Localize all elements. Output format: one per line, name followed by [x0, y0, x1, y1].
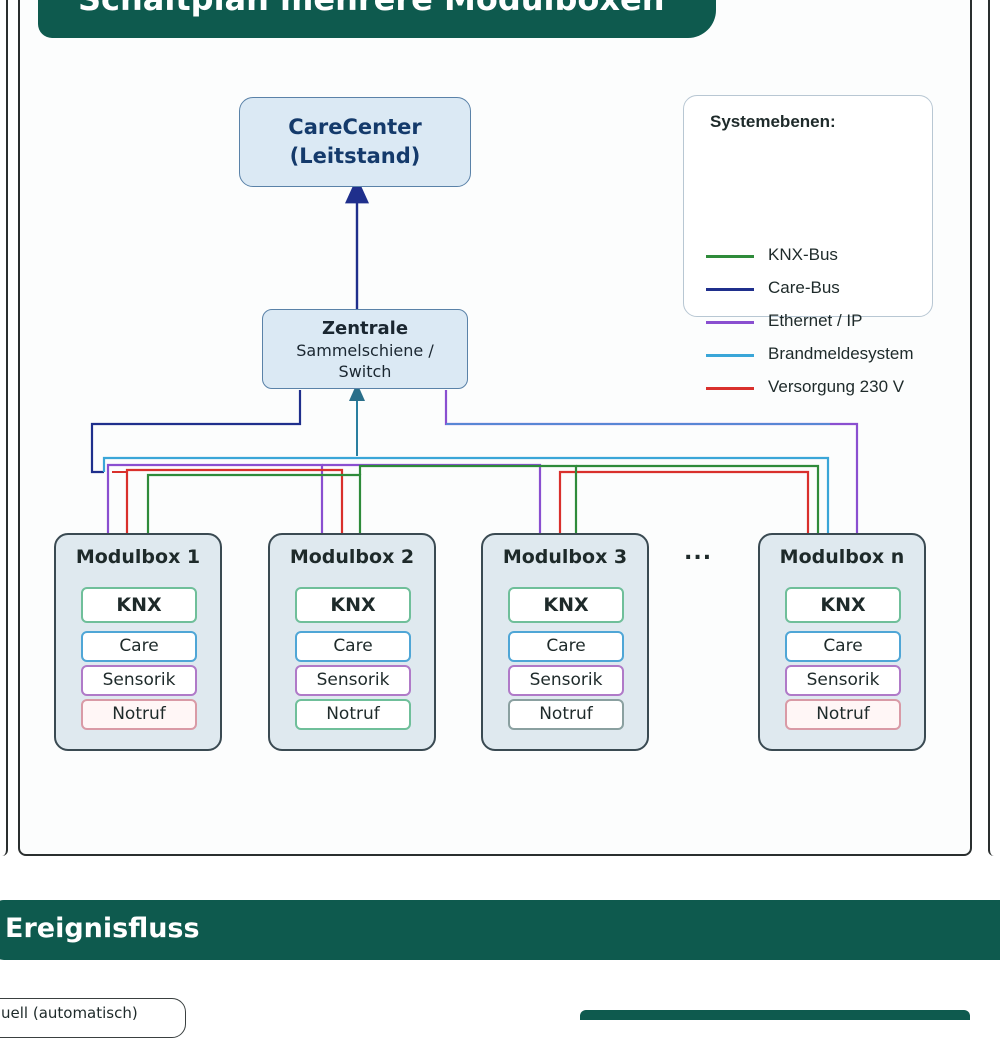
modulbox-title: Modulbox 3 [502, 546, 628, 568]
module-item-knx: KNX [508, 587, 624, 623]
wire-ethernet-right [444, 390, 859, 533]
module-item-sensorik: Sensorik [508, 665, 624, 696]
wire-ethernet-m1 [106, 463, 324, 533]
wire-care-bus [90, 390, 302, 474]
diagram-title: Schaltplan mehrere Modulboxen [38, 0, 716, 38]
carecenter-label: CareCenter [288, 115, 422, 139]
module-item-knx: KNX [295, 587, 411, 623]
module-item-care: Care [785, 631, 901, 662]
modulbox-2: Modulbox 2 KNX Care Sensorik Notruf [268, 533, 436, 751]
legend-label-ethernet: Ethernet / IP [768, 311, 863, 330]
module-item-care: Care [81, 631, 197, 662]
next-section-strip [580, 1010, 970, 1020]
legend-label-versorgung: Versorgung 230 V [768, 377, 905, 396]
module-item-care: Care [295, 631, 411, 662]
module-item-knx: KNX [785, 587, 901, 623]
module-item-sensorik: Sensorik [295, 665, 411, 696]
zentrale-label: Zentrale [321, 318, 409, 339]
wire-supply-right [558, 470, 810, 533]
modulbox-title: Modulbox 1 [75, 546, 201, 568]
module-item-care: Care [508, 631, 624, 662]
wire-knx-right [358, 464, 578, 533]
module-item-notruf: Notruf [508, 699, 624, 730]
legend-label-brandmelde: Brandmeldesystem [768, 344, 914, 363]
adjacent-panel-edge-right [988, 0, 1000, 856]
module-item-knx: KNX [81, 587, 197, 623]
legend-swatch-care [706, 288, 754, 291]
modulbox-3: Modulbox 3 KNX Care Sensorik Notruf [481, 533, 649, 751]
module-item-notruf: Notruf [81, 699, 197, 730]
legend-label-care: Care-Bus [768, 278, 840, 297]
zentrale-sublabel-1: Sammelschiene / [296, 341, 434, 360]
modulbox-n: Modulbox n KNX Care Sensorik Notruf [758, 533, 926, 751]
modulbox-title: Modulbox n [779, 546, 905, 568]
legend: Systemebenen: KNX-Bus Care-Bus Ethernet … [683, 95, 933, 396]
module-item-notruf: Notruf [785, 699, 901, 730]
zentrale-node: Zentrale Sammelschiene / Switch [262, 309, 468, 389]
connection-wires [90, 177, 859, 533]
module-item-notruf: Notruf [295, 699, 411, 730]
legend-item-care: Care-Bus [706, 277, 926, 301]
wire-knx-right2 [576, 464, 820, 533]
adjacent-panel-edge-left [0, 0, 8, 856]
legend-item-brandmelde: Brandmeldesystem [706, 343, 926, 367]
legend-label-knx: KNX-Bus [768, 245, 838, 264]
event-source-pill: uell (automatisch) [0, 998, 186, 1038]
zentrale-sublabel-2: Switch [338, 362, 392, 381]
wire-knx [146, 473, 362, 533]
legend-swatch-ethernet [706, 321, 754, 324]
legend-item-ethernet: Ethernet / IP [706, 310, 926, 334]
legend-swatch-knx [706, 255, 754, 258]
wire-supply [125, 468, 344, 533]
legend-swatch-brandmelde [706, 354, 754, 357]
modulbox-title: Modulbox 2 [289, 546, 415, 568]
legend-swatch-versorgung [706, 387, 754, 390]
carecenter-sublabel: (Leitstand) [289, 144, 421, 168]
module-item-sensorik: Sensorik [785, 665, 901, 696]
carecenter-node: CareCenter (Leitstand) [239, 97, 471, 187]
more-modules-ellipsis: ... [684, 540, 713, 565]
section-title-ereignisfluss: Ereignisfluss [0, 900, 1000, 960]
legend-item-knx: KNX-Bus [706, 244, 926, 268]
module-item-sensorik: Sensorik [81, 665, 197, 696]
legend-item-versorgung: Versorgung 230 V [706, 376, 926, 400]
wire-brandmelde-bus [102, 456, 830, 533]
legend-title: Systemebenen: [710, 112, 836, 131]
modulbox-1: Modulbox 1 KNX Care Sensorik Notruf [54, 533, 222, 751]
